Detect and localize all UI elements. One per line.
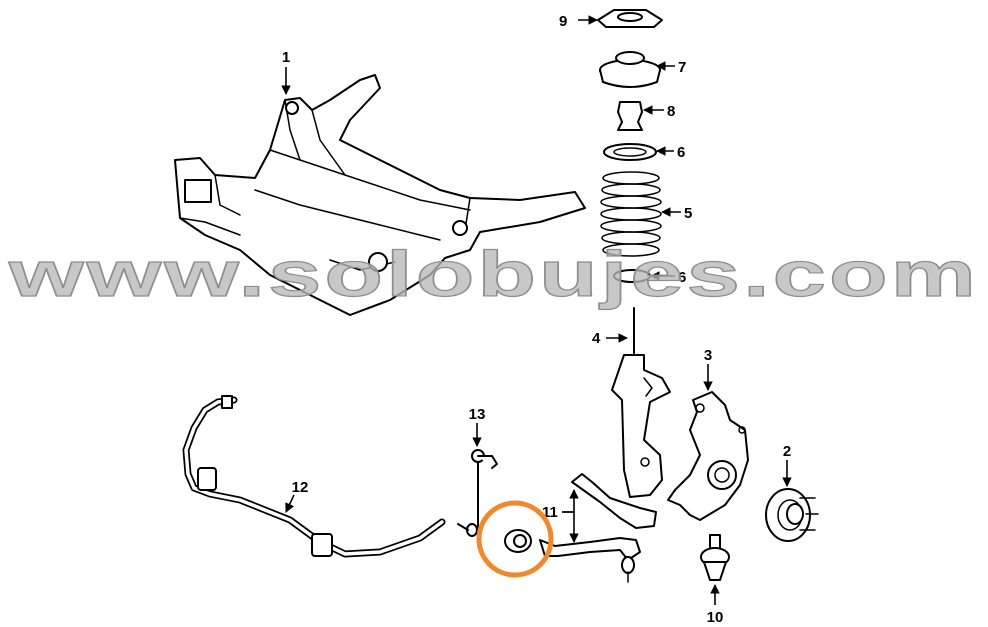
callout-12: 12	[292, 479, 309, 496]
callout-13: 13	[469, 406, 486, 423]
stabilizer-link-part	[457, 449, 498, 537]
strut-part	[611, 307, 671, 498]
lower-insulator-part	[613, 269, 651, 283]
callout-4: 4	[592, 330, 601, 347]
control-arm-part	[539, 473, 657, 583]
coil-spring-part	[600, 171, 662, 257]
callout-2: 2	[783, 443, 791, 460]
callout-6-lower: 6	[678, 269, 686, 286]
leader-lines	[281, 15, 792, 605]
highlight-circle	[476, 500, 554, 578]
callout-3: 3	[704, 347, 712, 364]
callout-8: 8	[667, 103, 675, 120]
steering-knuckle-part	[667, 391, 749, 521]
upper-insulator-part	[603, 143, 657, 161]
stabilizer-bar-part	[182, 395, 446, 558]
watermark-text: www.solobujes.com	[8, 238, 979, 310]
callout-5: 5	[684, 205, 692, 222]
ball-joint-part	[700, 534, 730, 581]
callout-10: 10	[707, 609, 724, 626]
callout-1: 1	[282, 49, 290, 66]
callout-labels: 1 2 3 4 5 6 6 7 8 9 10 11 12 13	[282, 13, 791, 626]
callout-6-upper: 6	[677, 144, 685, 161]
spring-seat-part	[599, 51, 661, 88]
callout-7: 7	[678, 59, 686, 76]
bump-stop-part	[617, 101, 643, 131]
subframe-part	[174, 74, 586, 316]
strut-mount-part	[597, 9, 663, 28]
callout-9: 9	[559, 13, 567, 30]
hub-bearing-part	[765, 488, 819, 542]
control-arm-bushing-part	[504, 529, 532, 553]
